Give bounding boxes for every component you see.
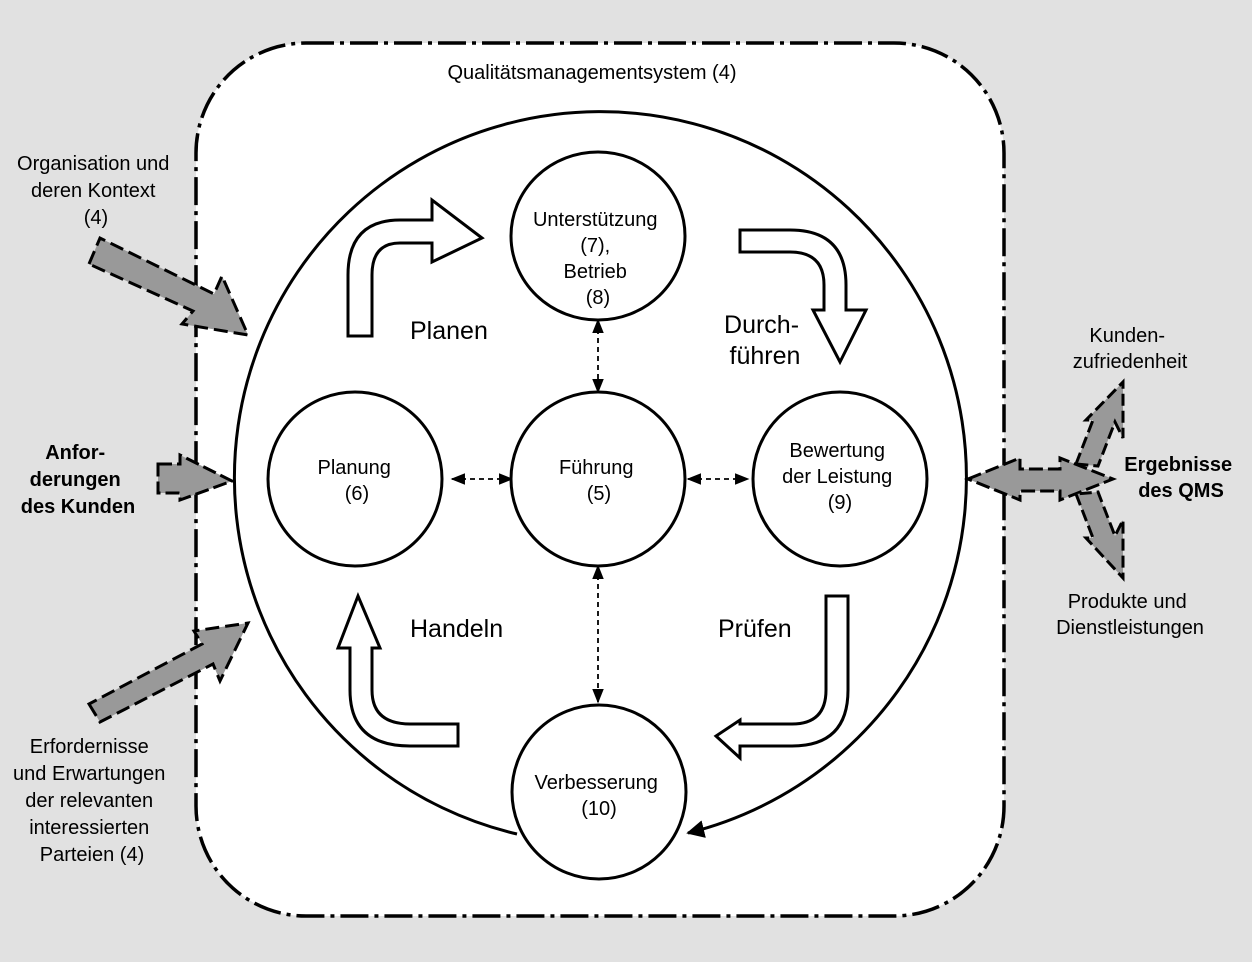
node-support[interactable]: Unterstützung (7), Betrieb (8): [509, 150, 687, 322]
node-support-line2: (7),: [580, 235, 610, 257]
results-output-arrow-icon: [963, 455, 1118, 503]
svg-text:Durch- führen: Durch- führen: [724, 311, 806, 370]
svg-text:Produkte und Dienstleistun: Produkte und Dienstleistungen: [1056, 591, 1204, 639]
parties-input-arrow-icon: [86, 621, 251, 724]
pdca-check-label: Prüfen: [718, 615, 792, 643]
context-input-arrow-icon: [87, 235, 251, 337]
svg-text:Führung (5): Führung (5): [559, 457, 639, 505]
pdca-plan-label: Planen: [410, 317, 488, 345]
requirements-label-line3: des Kunden: [21, 496, 135, 518]
parties-label-line4: interessierten: [29, 817, 149, 839]
parties-label-line2: und Erwartungen: [13, 763, 165, 785]
parties-label-line1: Erfordernisse: [30, 736, 149, 758]
svg-text:Kunden- zufriedenheit: Kunden- zufriedenheit: [1073, 325, 1188, 373]
pdca-do-label-line2: führen: [730, 342, 801, 370]
satisfaction-label-line1: Kunden-: [1089, 325, 1165, 347]
do-arrow-icon: [738, 228, 869, 366]
results-label-line2: des QMS: [1138, 480, 1224, 502]
node-evaluation[interactable]: Bewertung der Leistung (9): [751, 390, 929, 568]
node-improvement-line2: (10): [581, 798, 617, 820]
node-support-line3: Betrieb: [564, 261, 627, 283]
plan-arrow-icon: [346, 196, 485, 338]
products-output-arrow-icon: [1073, 490, 1125, 582]
satisfaction-label-line2: zufriedenheit: [1073, 351, 1188, 373]
requirements-label-line1: Anfor-: [45, 442, 105, 464]
check-arrow-icon: [713, 594, 850, 762]
node-leadership-line2: (5): [587, 483, 611, 505]
node-evaluation-line3: (9): [828, 492, 852, 514]
products-label-line1: Produkte und: [1068, 591, 1187, 613]
svg-text:Planung (6): Planung (6): [318, 457, 397, 505]
node-support-line4: (8): [586, 287, 610, 309]
node-planning-line1: Planung: [318, 457, 391, 479]
node-improvement-line1: Verbesserung: [535, 772, 658, 794]
context-label-line2: deren Kontext: [31, 180, 156, 202]
node-leadership[interactable]: Führung (5): [509, 390, 687, 568]
node-evaluation-line2: der Leistung: [782, 466, 892, 488]
satisfaction-output-arrow-icon: [1073, 378, 1125, 468]
svg-text:Ergebnisse des QMS: Ergebnisse des QMS: [1124, 454, 1237, 502]
svg-text:Erfordernisse und Erwartun: Erfordernisse und Erwartungen der releva…: [13, 736, 171, 866]
requirements-input-arrow-icon: [156, 452, 236, 503]
node-improvement[interactable]: Verbesserung (10): [510, 703, 688, 881]
qms-title: Qualitätsmanagementsystem (4): [447, 62, 736, 84]
svg-text:Verbesserung (10): Verbesserung (10): [535, 772, 664, 820]
node-evaluation-line1: Bewertung: [789, 440, 885, 462]
node-planning-line2: (6): [345, 483, 369, 505]
svg-text:Bewertung der Leistung: Bewertung der Leistung (9): [782, 440, 898, 514]
svg-text:Unterstützung (7),: Unterstützung (7), Betrieb (8): [533, 209, 663, 309]
svg-text:Anfor- derungen des Ku: Anfor- derungen des Kunden: [21, 442, 135, 518]
node-leadership-line1: Führung: [559, 457, 634, 479]
pdca-do-label-line1: Durch-: [724, 311, 799, 339]
act-arrow-icon: [335, 591, 460, 748]
context-label-line1: Organisation und: [17, 153, 169, 175]
pdca-act-label: Handeln: [410, 615, 503, 643]
node-support-line1: Unterstützung: [533, 209, 658, 231]
requirements-label-line2: derungen: [30, 469, 121, 491]
parties-label-line5: Parteien (4): [40, 844, 145, 866]
products-label-line2: Dienstleistungen: [1056, 617, 1204, 639]
main-cycle-arc: [232, 110, 968, 838]
svg-text:Organisation und deren Kon: Organisation und deren Kontext (4): [17, 153, 175, 229]
context-label-line3: (4): [84, 207, 108, 229]
parties-label-line3: der relevanten: [25, 790, 153, 812]
results-label-line1: Ergebnisse: [1124, 454, 1232, 476]
node-planning[interactable]: Planung (6): [266, 390, 444, 568]
